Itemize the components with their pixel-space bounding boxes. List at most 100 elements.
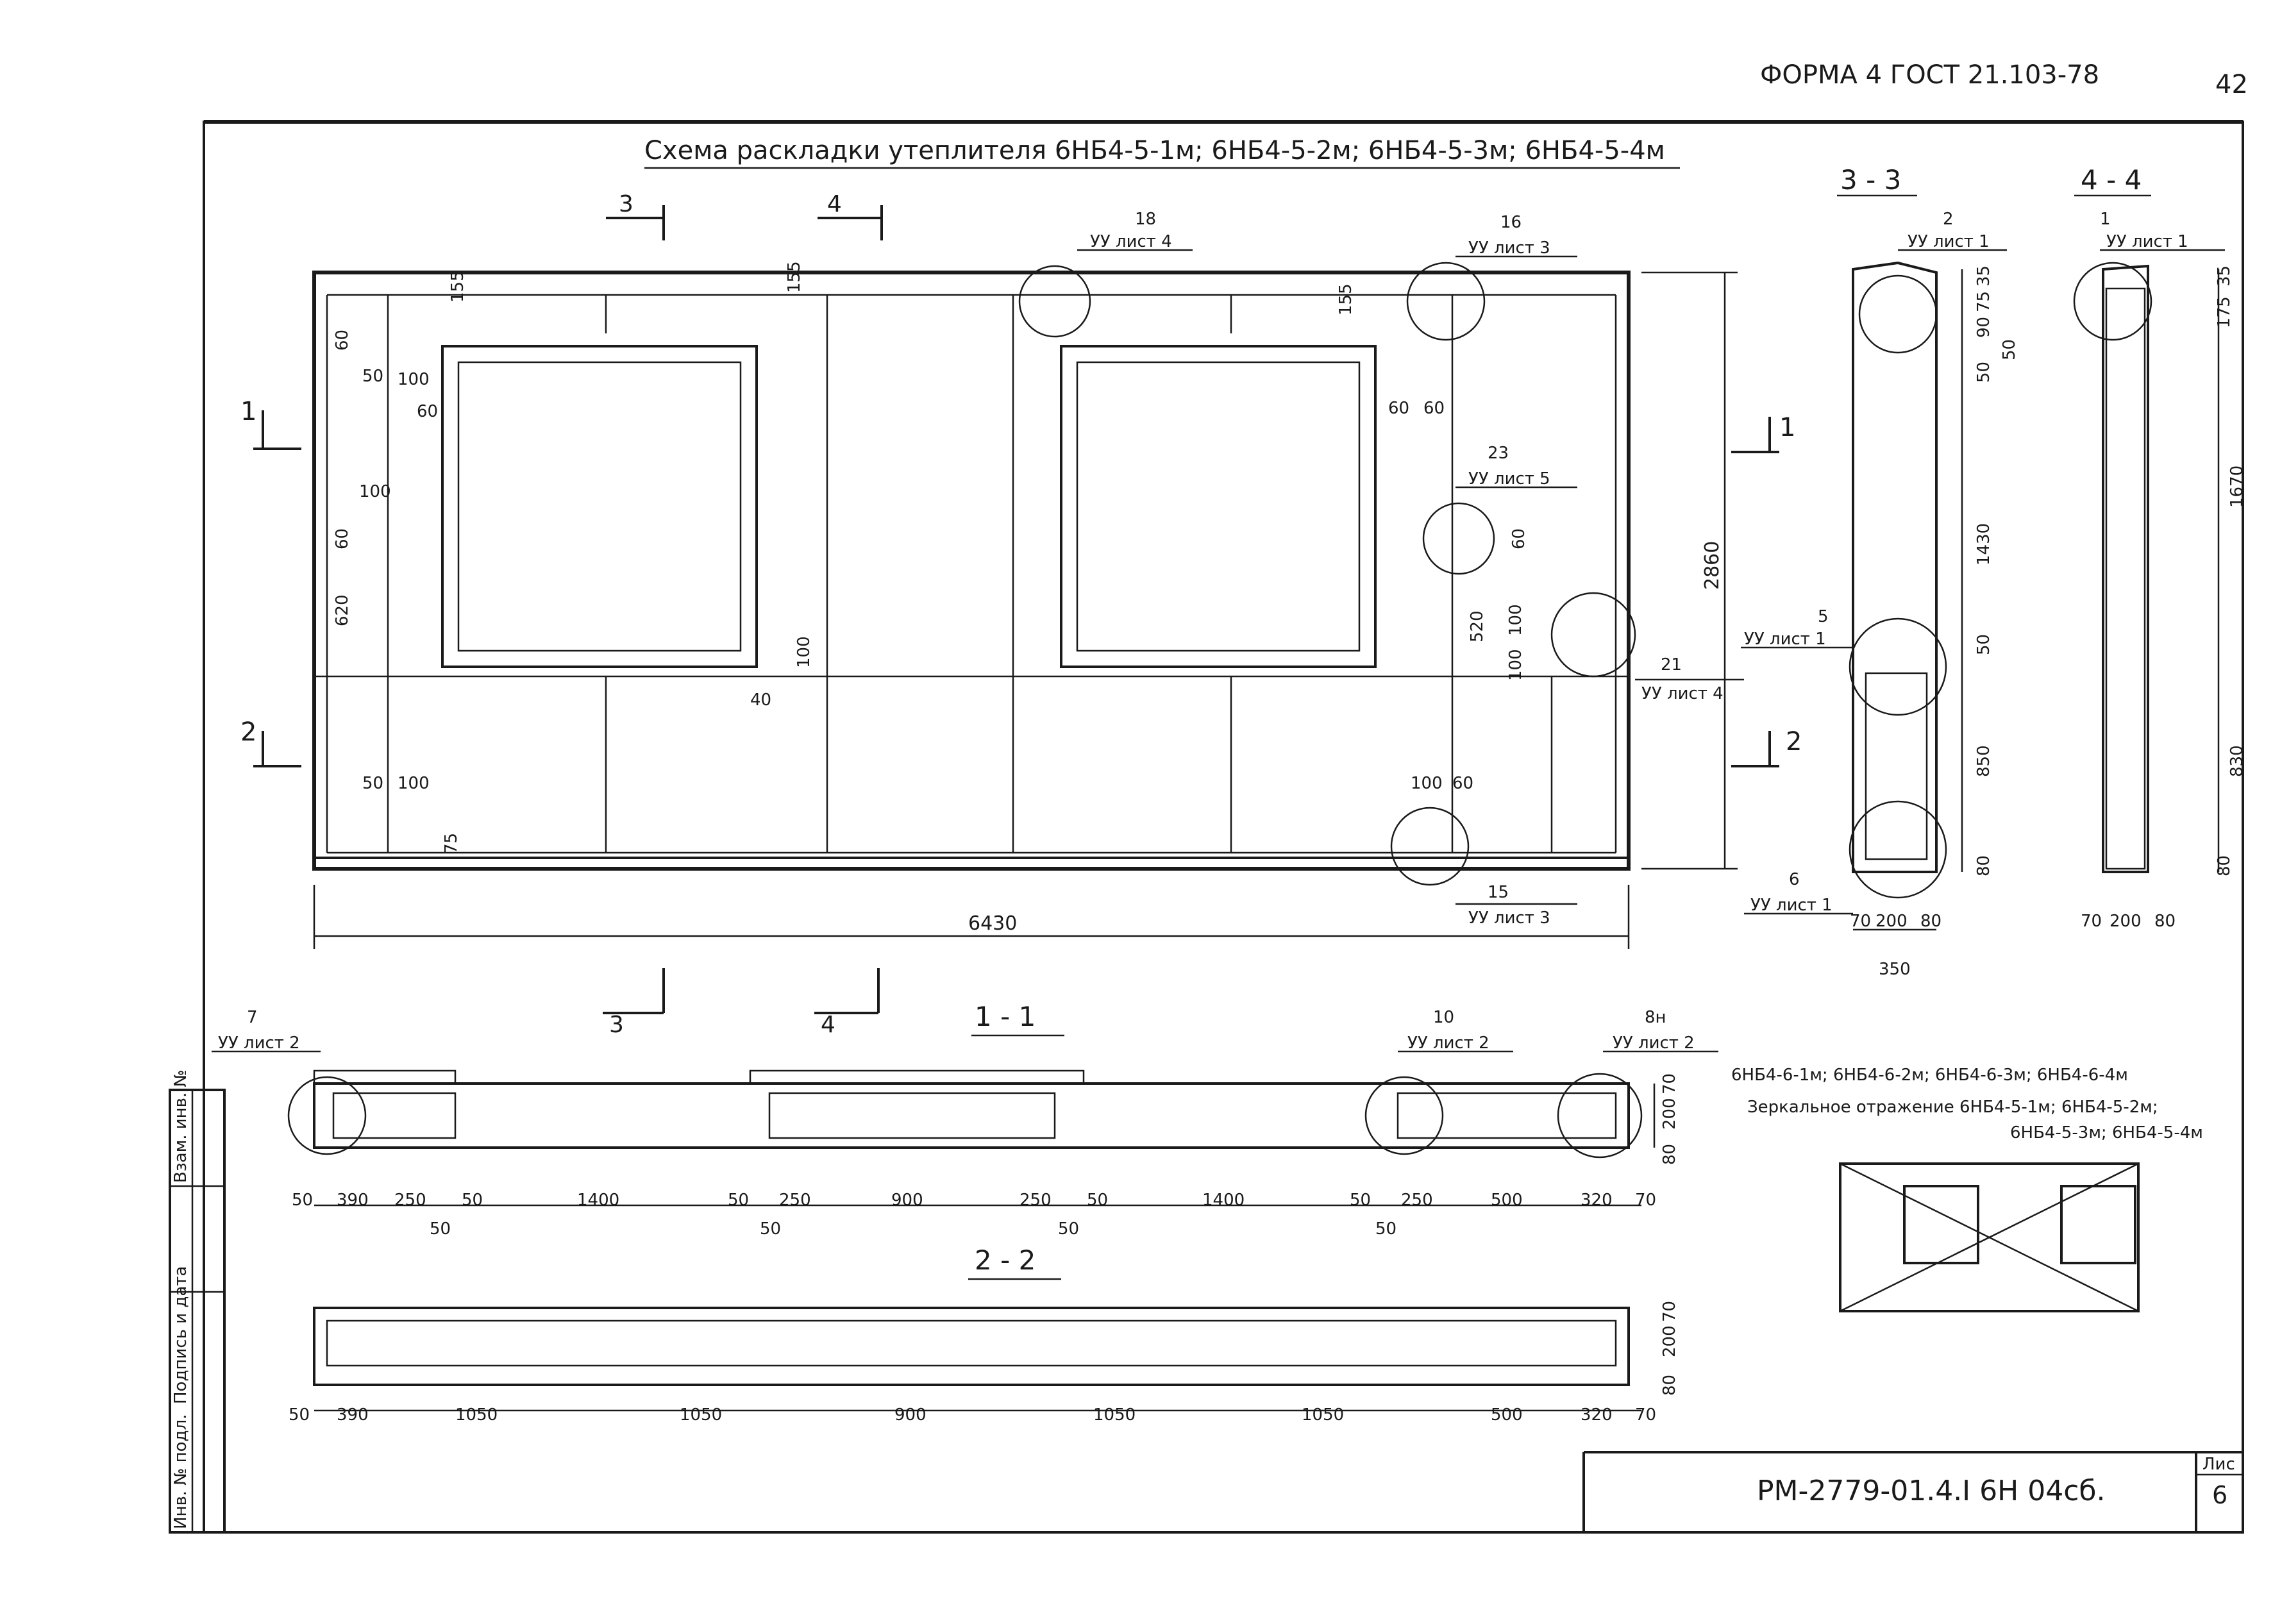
svg-text:830: 830 [2227, 745, 2247, 777]
title-block: РМ-2779-01.4.I 6Н 04сб. Лис 6 [1582, 1451, 2243, 1532]
svg-text:100: 100 [1506, 649, 1525, 681]
section-3-3-labels: 2 УУ лист 1 5 УУ лист 1 6 УУ лист 1 35 9… [1741, 210, 2019, 979]
svg-text:60: 60 [1388, 399, 1409, 418]
svg-text:Зеркальное отражение 6НБ4-5-1м: Зеркальное отражение 6НБ4-5-1м; 6НБ4-5-2… [1747, 1098, 2158, 1117]
svg-text:100: 100 [398, 774, 430, 793]
svg-text:УУ лист 1: УУ лист 1 [1908, 232, 1990, 251]
svg-text:5: 5 [1818, 607, 1829, 626]
svg-text:70: 70 [2081, 912, 2102, 931]
svg-text:80: 80 [1660, 1144, 1679, 1165]
section-mark-2-right: 2 [1786, 727, 1802, 757]
svg-text:155: 155 [448, 271, 467, 303]
svg-text:80: 80 [1920, 912, 1942, 931]
svg-text:100: 100 [359, 482, 391, 501]
svg-text:50: 50 [289, 1405, 310, 1425]
detail-circle-21 [1550, 592, 1636, 678]
svg-text:200: 200 [1660, 1325, 1679, 1357]
section-4-4-title: 4 - 4 [2081, 164, 2142, 196]
detail-circle-16 [1406, 262, 1486, 341]
callout-ref: УУ лист 4 [1641, 684, 1724, 703]
svg-text:Подпись и дата: Подпись и дата [171, 1266, 190, 1404]
svg-text:2: 2 [1943, 210, 1954, 229]
svg-text:520: 520 [1468, 610, 1487, 642]
svg-text:60: 60 [417, 402, 438, 421]
panel-outline [312, 271, 1631, 871]
section-2-2-title: 2 - 2 [975, 1244, 1036, 1276]
section-mark-4: 4 [827, 191, 842, 217]
section-marks: 3 4 1 2 1 2 3 4 [240, 191, 1802, 1038]
svg-text:40: 40 [750, 691, 771, 710]
svg-text:250: 250 [1401, 1191, 1433, 1210]
svg-text:50: 50 [1350, 1191, 1371, 1210]
svg-text:60: 60 [333, 528, 352, 549]
svg-text:60: 60 [1452, 774, 1473, 793]
svg-text:175: 175 [2215, 296, 2234, 328]
section-1-1-title: 1 - 1 [975, 1001, 1036, 1032]
callout-ref: УУ лист 4 [1090, 232, 1172, 251]
svg-text:320: 320 [1581, 1191, 1613, 1210]
section-1-1 [287, 1069, 1656, 1207]
svg-text:90: 90 [1974, 317, 1993, 338]
svg-text:70: 70 [1660, 1073, 1679, 1094]
section-3-3 [1849, 261, 1963, 931]
svg-text:7: 7 [247, 1008, 258, 1027]
svg-text:УУ лист 1: УУ лист 1 [1744, 630, 1826, 649]
svg-text:УУ лист 2: УУ лист 2 [1407, 1034, 1489, 1053]
svg-text:Взам. инв. №: Взам. инв. № [171, 1069, 190, 1183]
side-stamp: Инв. № подл. Подпись и дата Взам. инв. № [169, 1069, 226, 1534]
svg-text:250: 250 [779, 1191, 811, 1210]
svg-text:70: 70 [1635, 1191, 1656, 1210]
section-mark-1-left: 1 [240, 397, 256, 426]
svg-text:50: 50 [362, 367, 383, 386]
svg-text:50: 50 [2000, 339, 2019, 360]
svg-text:Инв. № подл.: Инв. № подл. [171, 1414, 190, 1529]
svg-text:10: 10 [1433, 1008, 1454, 1027]
sheet-number: 6 [2212, 1481, 2227, 1509]
svg-text:100: 100 [1411, 774, 1443, 793]
svg-text:80: 80 [1974, 855, 1993, 876]
callout-ref: УУ лист 3 [1468, 239, 1550, 258]
svg-text:620: 620 [333, 594, 352, 626]
svg-text:200: 200 [1875, 912, 1908, 931]
main-view-dims: 155 155 155 60 50 100 60 100 60 620 100 … [333, 261, 1529, 854]
section-2-2 [313, 1307, 1641, 1412]
svg-text:УУ лист 1: УУ лист 1 [1750, 896, 1833, 915]
callout-labels-main: 18 УУ лист 4 16 УУ лист 3 23 УУ лист 5 2… [1077, 210, 1744, 928]
svg-text:155: 155 [1336, 283, 1355, 315]
svg-text:250: 250 [1019, 1191, 1052, 1210]
detail-circle-18 [1018, 265, 1091, 338]
svg-text:500: 500 [1491, 1405, 1523, 1425]
svg-text:УУ лист 2: УУ лист 2 [1613, 1034, 1695, 1053]
window-opening-left [441, 345, 758, 668]
sheet-label: Лис [2202, 1455, 2235, 1474]
svg-text:1430: 1430 [1974, 523, 1993, 565]
svg-text:1: 1 [2100, 210, 2111, 229]
svg-text:100: 100 [398, 370, 430, 389]
callout-num: 23 [1488, 444, 1509, 463]
section-4-4-labels: 1 УУ лист 1 35 175 1670 830 80 70 200 80 [2081, 210, 2247, 931]
svg-text:50: 50 [1974, 634, 1993, 655]
detail-circle-23 [1422, 502, 1495, 575]
svg-text:1400: 1400 [1202, 1191, 1245, 1210]
svg-text:1050: 1050 [1302, 1405, 1344, 1425]
svg-text:1050: 1050 [1093, 1405, 1136, 1425]
section-4-4 [2073, 262, 2220, 873]
svg-text:100: 100 [794, 636, 814, 668]
section-2-2-dims: 50 390 1050 1050 900 1050 1050 500 320 7… [289, 1301, 1679, 1425]
drawing-code: РМ-2779-01.4.I 6Н 04сб. [1757, 1475, 2106, 1507]
svg-text:75: 75 [1974, 291, 1993, 312]
svg-text:100: 100 [1506, 604, 1525, 636]
svg-text:УУ лист 1: УУ лист 1 [2106, 232, 2188, 251]
svg-text:320: 320 [1581, 1405, 1613, 1425]
svg-text:80: 80 [2215, 855, 2234, 876]
svg-text:50: 50 [728, 1191, 749, 1210]
section-mark-2-left: 2 [240, 717, 256, 747]
svg-text:60: 60 [1423, 399, 1445, 418]
section-mark-3-low: 3 [609, 1012, 624, 1038]
svg-text:6НБ4-6-1м; 6НБ4-6-2м; 6НБ4-6-3: 6НБ4-6-1м; 6НБ4-6-2м; 6НБ4-6-3м; 6НБ4-6-… [1731, 1066, 2128, 1085]
svg-text:80: 80 [2154, 912, 2176, 931]
svg-text:50: 50 [760, 1219, 781, 1239]
callout-num: 21 [1661, 655, 1682, 674]
svg-text:500: 500 [1491, 1191, 1523, 1210]
